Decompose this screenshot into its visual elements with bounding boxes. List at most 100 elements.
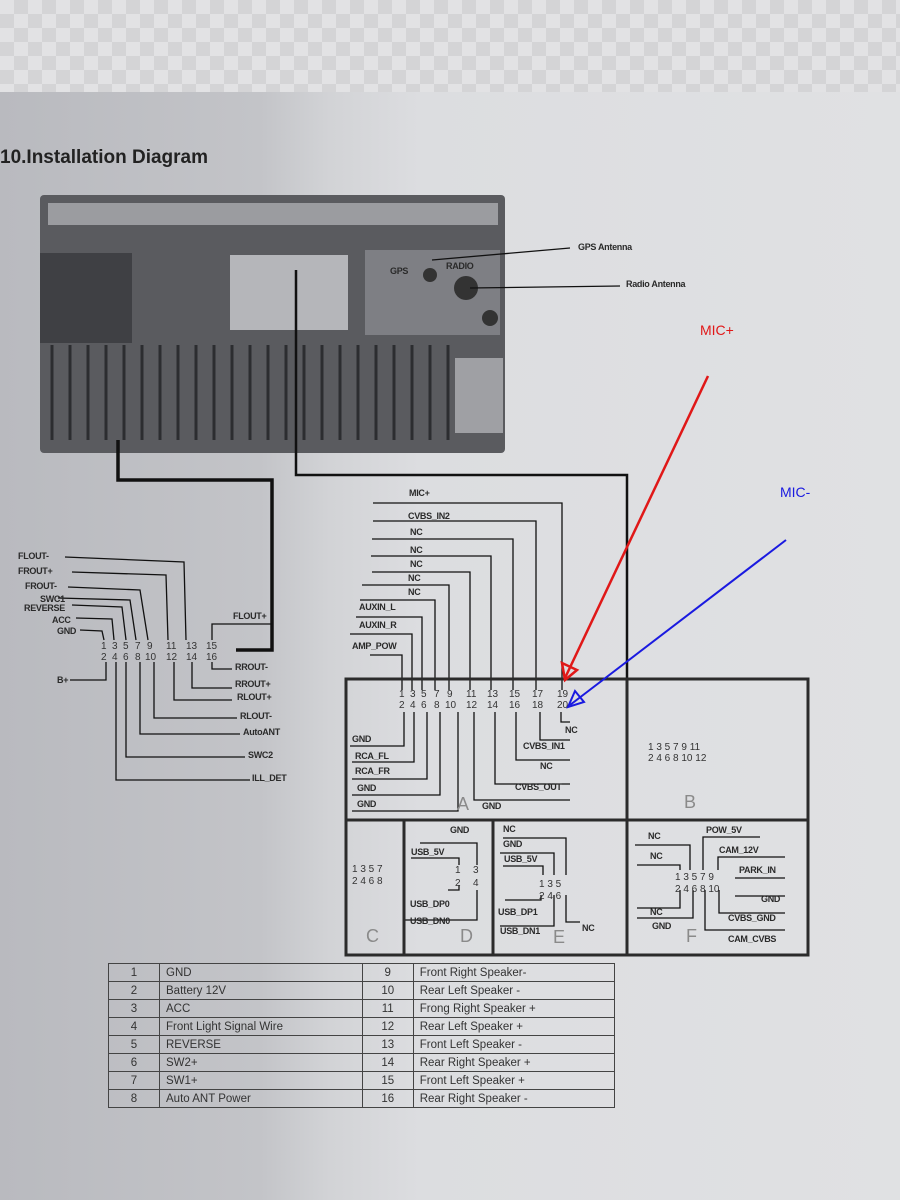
wire-label: USB_DP0: [410, 899, 450, 909]
connector-frames: [344, 677, 810, 957]
wire-label: REVERSE: [24, 603, 65, 613]
pin-number: 7: [434, 689, 440, 700]
pin-number-cell: 1: [108, 963, 160, 982]
pin-number: 6: [123, 652, 129, 663]
pin-number: 8: [434, 700, 440, 711]
pin-number: 19: [557, 689, 569, 700]
wire-label: GND: [503, 839, 523, 849]
pin-function-cell: Front Left Speaker -: [412, 1035, 616, 1054]
connector-letter: A: [457, 794, 470, 814]
wire-label: AUXIN_R: [359, 620, 397, 630]
wire-label: FLOUT-: [18, 551, 49, 561]
pin-number: 9: [147, 641, 153, 652]
pin-number: 8: [135, 652, 141, 663]
connector-letter: D: [460, 926, 473, 946]
wire-label: USB_DN1: [500, 926, 540, 936]
radio-antenna-label: Radio Antenna: [626, 279, 686, 289]
wire-label: NC: [648, 831, 661, 841]
connector-letter: B: [684, 792, 697, 812]
pin-number-cell: 14: [361, 1053, 414, 1072]
wire-label: FROUT+: [18, 566, 53, 576]
pin-number: 1: [101, 641, 107, 652]
pin-row: 2 4 6 8: [352, 876, 383, 887]
wire-label: GND: [761, 894, 781, 904]
pin-number-cell: 3: [108, 999, 160, 1018]
pin-number: 3: [473, 865, 479, 876]
pin-number-cell: 5: [108, 1035, 160, 1054]
wire-label: USB_5V: [504, 854, 538, 864]
pin-number-cell: 13: [361, 1035, 414, 1054]
mic-minus-arrow: [566, 539, 787, 709]
wire-label: RLOUT+: [237, 692, 272, 702]
wire-label: RROUT+: [235, 679, 271, 689]
wire-label: CAM_12V: [719, 845, 759, 855]
pin-function-cell: ACC: [159, 999, 363, 1018]
wire-label: GND: [652, 921, 672, 931]
wire-label: NC: [408, 573, 421, 583]
pin-number: 20: [557, 700, 569, 711]
wire-label: NC: [650, 907, 663, 917]
pin-function-cell: Frong Right Speaker +: [412, 999, 616, 1018]
pin-number: 6: [421, 700, 427, 711]
wire-label: NC: [540, 761, 553, 771]
pin-function-cell: GND: [159, 963, 363, 982]
pin-number-cell: 7: [108, 1071, 160, 1090]
wire-label: FROUT-: [25, 581, 57, 591]
pin-number: 7: [135, 641, 141, 652]
pin-number-cell: 8: [108, 1089, 160, 1108]
wire-label: POW_5V: [706, 825, 742, 835]
wire-label: CAM_CVBS: [728, 934, 777, 944]
pin-function-cell: Rear Right Speaker -: [412, 1089, 616, 1108]
wire-label: CVBS_GND: [728, 913, 776, 923]
mic-plus-arrow: [560, 375, 710, 683]
mic-minus-annotation: MIC-: [780, 484, 811, 500]
pin-number: 10: [445, 700, 457, 711]
wire-label: GND: [482, 801, 502, 811]
pin-number: 5: [421, 689, 427, 700]
pin-function-cell: Battery 12V: [159, 981, 363, 1000]
pin-number-cell: 12: [361, 1017, 414, 1036]
wire-label: AUXIN_L: [359, 602, 396, 612]
wire-label: RROUT-: [235, 662, 268, 672]
pin-number-cell: 10: [361, 981, 414, 1000]
wire-label: NC: [408, 587, 421, 597]
pin-number: 2: [455, 878, 461, 889]
pin-function-cell: Auto ANT Power: [159, 1089, 363, 1108]
wire-label: CVBS_OUT: [515, 782, 562, 792]
pin-number: 11: [466, 689, 477, 700]
pin-function-cell: Rear Left Speaker -: [412, 981, 616, 1000]
pin-row: 2 4 6 8 10: [675, 884, 720, 895]
wire-label: ACC: [52, 615, 71, 625]
wires: [57, 247, 785, 931]
pin-number-cell: 6: [108, 1053, 160, 1072]
wire-label: GND: [357, 799, 377, 809]
wire-label: PARK_IN: [739, 865, 776, 875]
pin-number: 2: [399, 700, 405, 711]
wire-label: ILL_DET: [252, 773, 287, 783]
pin-row: 2 4 6 8 10 12: [648, 753, 707, 764]
wire-label: CVBS_IN1: [523, 741, 565, 751]
wire-label: FLOUT+: [233, 611, 267, 621]
pin-number: 16: [206, 652, 218, 663]
pin-number-cell: 11: [361, 999, 414, 1018]
pin-number: 16: [509, 700, 521, 711]
pin-number: 10: [145, 652, 157, 663]
pin-number: 15: [206, 641, 218, 652]
pin-function-cell: Front Left Speaker +: [412, 1071, 616, 1090]
wire-label: GND: [57, 626, 77, 636]
pin-function-cell: Rear Left Speaker +: [412, 1017, 616, 1036]
page-title: 10.Installation Diagram: [0, 147, 209, 168]
wire-label: NC: [410, 527, 423, 537]
gps-port-label: GPS: [390, 266, 409, 276]
wire-label: MIC+: [409, 488, 430, 498]
pin-row: 1 3 5: [539, 879, 562, 890]
pin-number: 15: [509, 689, 521, 700]
pin-number: 5: [123, 641, 129, 652]
wire-label: NC: [582, 923, 595, 933]
gps-antenna-label: GPS Antenna: [578, 242, 632, 252]
